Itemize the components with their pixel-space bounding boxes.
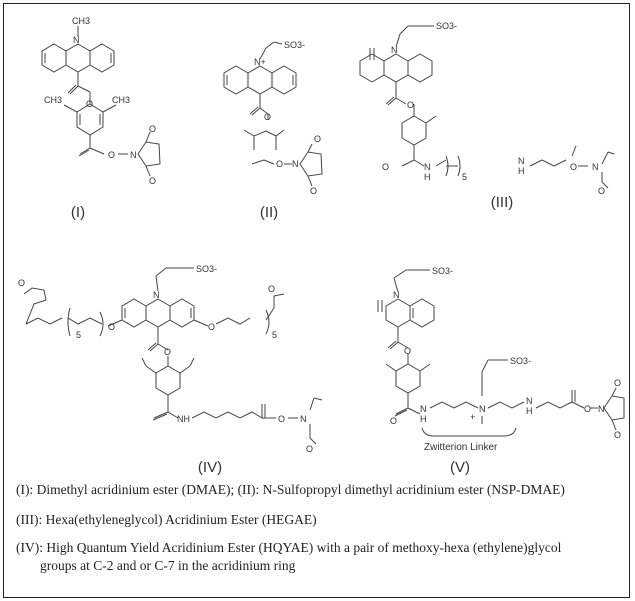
compound-III-structure [359,25,615,189]
atom-label-o: O [584,404,591,414]
atom-label-so3: SO3- [432,266,453,276]
atom-label-so3: SO3- [510,356,531,366]
atom-label-n: N [592,162,599,172]
caption-line-4: groups at C-2 and or C-7 in the acridini… [40,558,296,573]
compound-label-III: (III) [491,194,514,211]
atom-label-o: O [149,176,156,186]
atom-label-o: O [149,124,156,134]
atom-label-o: O [310,186,317,196]
atom-label-subscript-5: 5 [462,172,467,182]
atom-label-h: H [424,172,431,182]
atom-label-o: O [407,100,414,110]
atom-label-so3: SO3- [284,40,305,50]
compound-label-I: (I) [71,204,85,221]
atom-label-o: O [268,284,275,294]
figure-frame: N CH3 O CH3 CH3 O N O O N+ SO3- O O N O … [3,3,630,598]
atom-label-n: N [598,404,605,414]
atom-label-n-plus: N+ [254,57,266,67]
atom-label-o: O [598,186,605,196]
caption-line-2: (III): Hexa(ethyleneglycol) Acridinium E… [16,512,317,527]
compound-IV-structure [23,267,323,445]
atom-label-n: N [391,45,398,55]
atom-label-h: H [526,406,533,416]
atom-label-o: O [404,346,411,356]
atom-label-o: O [18,278,25,288]
atom-label-ch3-left: CH3 [44,95,62,105]
atom-label-n: N [420,404,427,414]
chemical-structures: N CH3 O CH3 CH3 O N O O N+ SO3- O O N O … [18,16,625,476]
caption-line-1: (I): Dimethyl acridinium ester (DMAE); (… [16,482,565,497]
atom-label-o: O [614,430,621,440]
atom-label-n: N [393,290,400,300]
atom-label-h: H [420,414,427,424]
atom-label-n: N [73,35,80,45]
compound-I-structure [41,26,161,177]
atom-label-n: N [292,159,299,169]
atom-label-o: O [306,444,313,454]
atom-label-ch3-right: CH3 [112,95,130,105]
atom-label-o: O [382,162,389,172]
atom-label-n: N [518,156,525,166]
atom-label-so3: SO3- [196,264,217,274]
atom-label-o: O [264,112,271,122]
atom-label-o: O [276,159,283,169]
atom-label-n: N [153,290,160,300]
atom-label-o: O [278,414,285,424]
compound-label-II: (II) [260,204,278,221]
atom-label-h: H [518,166,525,176]
caption-line-3: (IV): High Quantum Yield Acridinium Este… [16,540,562,555]
atom-label-n: N [526,396,533,406]
atom-label-o: O [390,416,397,426]
compound-II-structure [223,41,323,187]
atom-label-n: N [424,162,431,172]
compound-V-structure [377,269,625,437]
atom-label-subscript-5: 5 [272,330,277,340]
atom-label-n: N [479,404,486,414]
compound-label-V: (V) [450,459,470,476]
atom-label-o: O [108,322,115,332]
linker-label: Zwitterion Linker [424,442,498,453]
atom-label-plus: + [470,412,475,422]
atom-label-nh: NH [177,414,190,424]
atom-label-n: N [300,414,307,424]
atom-label-o: O [570,162,577,172]
atom-label-o: O [314,134,321,144]
atom-label-o: O [86,99,93,109]
atom-label-ch3: CH3 [72,16,90,26]
atom-label-o: O [208,322,215,332]
atom-label-so3: SO3- [436,21,457,31]
atom-label-n: N [130,150,137,160]
atom-label-o: O [614,378,621,388]
compound-label-IV: (IV) [198,459,222,476]
atom-label-o: O [164,347,171,357]
atom-label-o: O [108,150,115,160]
atom-label-subscript-5: 5 [76,330,81,340]
